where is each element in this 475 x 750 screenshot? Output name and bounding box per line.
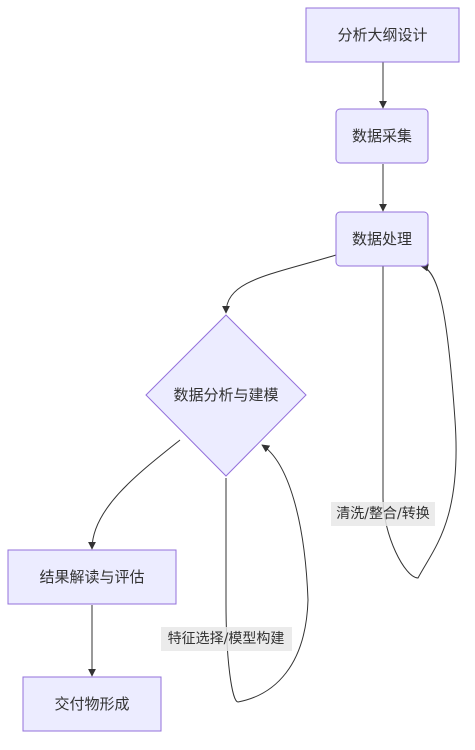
edge-label-clean: 清洗/整合/转换 [331, 502, 435, 526]
node-outline[interactable]: 分析大纲设计 [305, 7, 460, 63]
edge-analyze-to-interpret [88, 439, 181, 550]
edge-process-loop [382, 263, 457, 579]
node-collect-label: 数据采集 [352, 127, 412, 145]
node-process-label: 数据处理 [352, 230, 412, 248]
node-deliver[interactable]: 交付物形成 [22, 676, 162, 732]
node-interpret[interactable]: 结果解读与评估 [7, 549, 177, 605]
node-process[interactable]: 数据处理 [335, 211, 429, 267]
node-deliver-label: 交付物形成 [54, 695, 129, 713]
edge-label-feature-text: 特征选择/模型构建 [168, 631, 285, 647]
edge-label-feature: 特征选择/模型构建 [161, 627, 292, 651]
edge-process-to-analyze [222, 254, 337, 314]
node-interpret-label: 结果解读与评估 [39, 568, 144, 586]
node-collect[interactable]: 数据采集 [335, 108, 429, 164]
edges [88, 62, 457, 703]
node-analyze-label: 数据分析与建模 [173, 386, 278, 404]
edge-analyze-loop [225, 444, 309, 703]
edge-label-clean-text: 清洗/整合/转换 [336, 505, 429, 522]
node-outline-label: 分析大纲设计 [337, 26, 427, 44]
node-analyze[interactable]: 数据分析与建模 [145, 314, 307, 477]
